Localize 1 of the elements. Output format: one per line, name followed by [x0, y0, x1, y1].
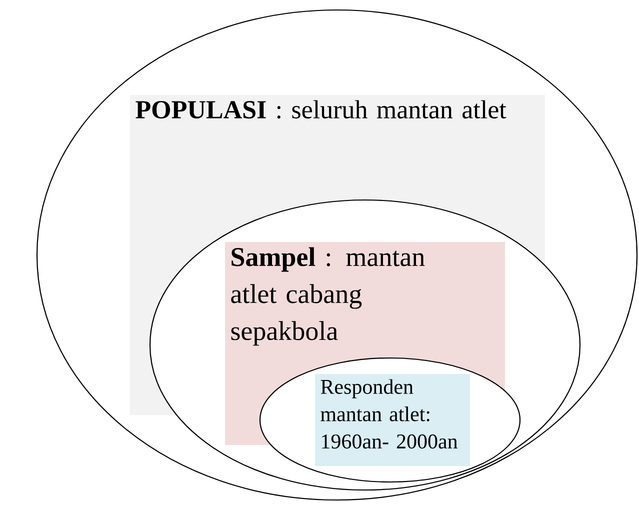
text-panel: Responden mantan atlet: 1960an- 2000an — [315, 374, 470, 466]
